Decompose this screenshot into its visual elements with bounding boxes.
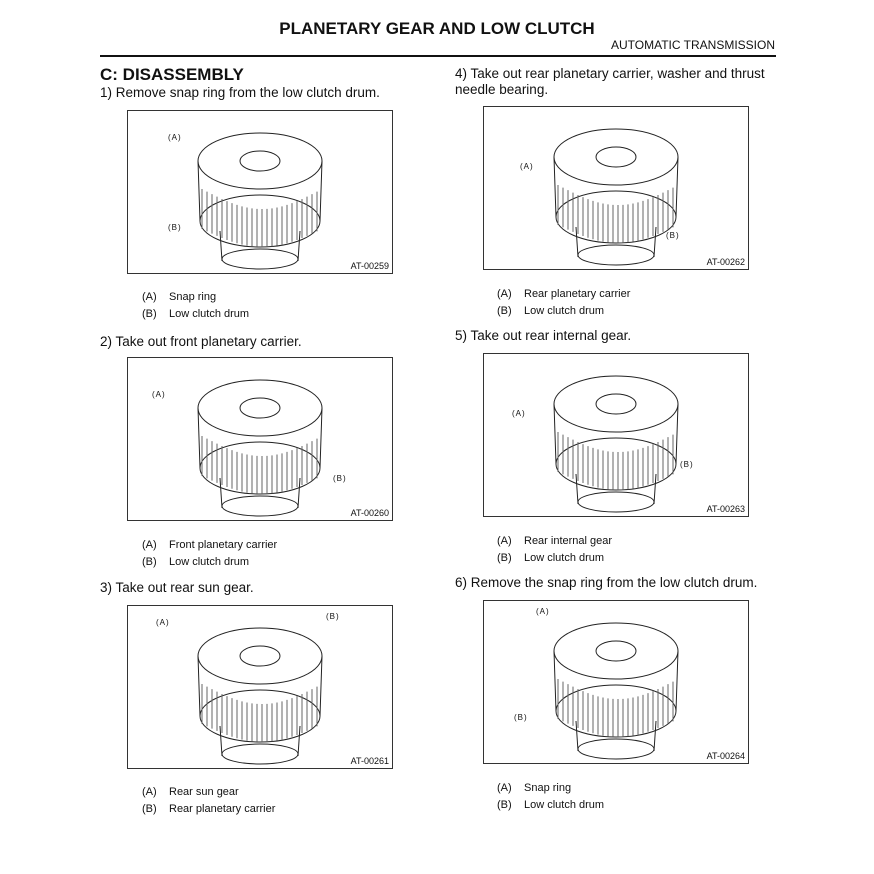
callout-b: (B): [333, 474, 347, 483]
legend-item: (B)Low clutch drum: [497, 799, 605, 811]
figure-legend: (A)Rear internal gear (B)Low clutch drum: [497, 533, 612, 567]
figure-legend: (A)Rear planetary carrier (B)Low clutch d…: [497, 286, 630, 320]
figure-code: AT-00259: [350, 261, 389, 271]
callout-b: (B): [168, 223, 182, 232]
figure-box: (A) (B) AT-00264: [483, 600, 749, 764]
legend-item: (A)Rear planetary carrier: [497, 288, 631, 300]
legend-item: (A)Snap ring: [497, 782, 572, 794]
callout-b: (B): [680, 460, 694, 469]
legend-item: (A)Snap ring: [142, 291, 217, 303]
step-instruction: 5) Take out rear internal gear.: [455, 328, 632, 343]
callout-b: (B): [326, 612, 340, 621]
step-instruction: 4) Take out rear planetary carrier, wash…: [455, 66, 765, 97]
page-subtitle: AUTOMATIC TRANSMISSION: [610, 38, 775, 52]
step-instruction: 1) Remove snap ring from the low clutch …: [100, 85, 380, 100]
figure-code: AT-00262: [706, 257, 745, 267]
figure-box: (A) (B) AT-00259: [127, 110, 393, 274]
figure-code: AT-00264: [706, 751, 745, 761]
gear-illustration: [553, 622, 679, 760]
figure-box: (A) (B) AT-00263: [483, 353, 749, 517]
callout-b: (B): [514, 713, 528, 722]
step-instruction: 6) Remove the snap ring from the low clu…: [455, 575, 758, 590]
legend-item: (A)Front planetary carrier: [142, 539, 278, 551]
figure-legend: (A)Snap ring (B)Low clutch drum: [497, 780, 604, 814]
legend-item: (A)Rear internal gear: [497, 535, 613, 547]
figure-code: AT-00263: [706, 504, 745, 514]
step-instruction: 3) Take out rear sun gear.: [100, 580, 254, 595]
figure-box: (A) (B) AT-00262: [483, 106, 749, 270]
callout-a: (A): [520, 162, 534, 171]
legend-item: (B)Low clutch drum: [497, 552, 605, 564]
gear-illustration: [553, 128, 679, 266]
figure-code: AT-00261: [350, 756, 389, 766]
step-instruction: 2) Take out front planetary carrier.: [100, 334, 302, 349]
figure-legend: (A)Snap ring (B)Low clutch drum: [142, 289, 249, 323]
callout-a: (A): [152, 390, 166, 399]
figure-box: (A) (B) AT-00260: [127, 357, 393, 521]
gear-illustration: [197, 627, 323, 765]
callout-b: (B): [666, 231, 680, 240]
gear-illustration: [553, 375, 679, 513]
legend-item: (A)Rear sun gear: [142, 786, 239, 798]
gear-illustration: [197, 379, 323, 517]
gear-illustration: [197, 132, 323, 270]
callout-a: (A): [168, 133, 182, 142]
figure-code: AT-00260: [350, 508, 389, 518]
figure-box: (A) (B) AT-00261: [127, 605, 393, 769]
section-heading: C: DISASSEMBLY: [100, 65, 244, 84]
legend-item: (B)Rear planetary carrier: [142, 803, 276, 815]
legend-item: (B)Low clutch drum: [142, 308, 250, 320]
page-title: PLANETARY GEAR AND LOW CLUTCH: [279, 19, 595, 38]
figure-legend: (A)Front planetary carrier (B)Low clutch …: [142, 537, 277, 571]
legend-item: (B)Low clutch drum: [142, 556, 250, 568]
header-rule: [100, 55, 776, 57]
callout-a: (A): [156, 618, 170, 627]
legend-item: (B)Low clutch drum: [497, 305, 605, 317]
callout-a: (A): [536, 607, 550, 616]
callout-a: (A): [512, 409, 526, 418]
figure-legend: (A)Rear sun gear (B)Rear planetary carrie…: [142, 784, 275, 818]
